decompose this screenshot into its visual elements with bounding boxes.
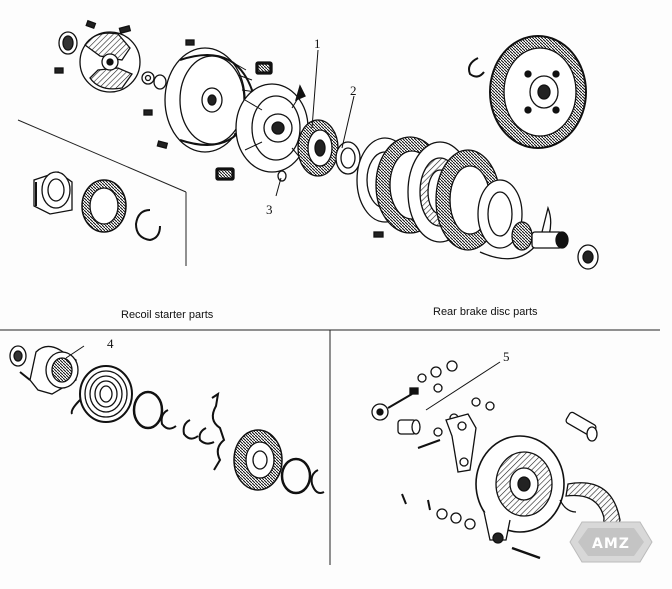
callout-5: 5 [503, 349, 510, 364]
thrust-washer [280, 457, 312, 495]
spacer-2 [335, 141, 361, 175]
cam-shaft [565, 411, 598, 442]
friction-ring [132, 390, 164, 430]
circlip-top [468, 57, 485, 78]
pawl-clip [198, 427, 215, 445]
brake-panel [475, 435, 565, 544]
driven-gear [489, 35, 587, 149]
ratchet-gear [233, 429, 283, 491]
clutch-shoe-carrier [79, 31, 141, 93]
screws [54, 19, 384, 238]
axle-bolt [511, 546, 541, 560]
small-bolt [417, 439, 441, 449]
callout-3: 3 [266, 202, 273, 217]
retaining-ring [310, 469, 325, 494]
recoil-starter-label: Recoil starter parts [121, 309, 214, 321]
callout-1: 1 [314, 36, 321, 51]
leader-lines-top [275, 49, 355, 197]
return-spring [211, 391, 226, 471]
washer-stack [401, 493, 476, 530]
brake-cam-lever [445, 413, 477, 473]
callout-2: 2 [350, 83, 357, 98]
starter-gear [81, 179, 127, 233]
small-washers [417, 360, 495, 437]
brake-arm-rod [371, 387, 419, 421]
rear-brake-parts [371, 360, 621, 561]
circlip-b [182, 419, 199, 440]
recoil-spring [70, 365, 133, 423]
circlip-a [160, 409, 177, 430]
clutch-hub [511, 221, 599, 270]
rear-brake-label: Rear brake disc parts [433, 306, 538, 318]
clutch-plate [235, 83, 309, 173]
nut [153, 74, 167, 90]
snap-ring [134, 209, 161, 242]
divider-lines [0, 119, 660, 565]
clutch-disc-stack [356, 136, 552, 260]
watermark-text: AMZ [592, 536, 630, 552]
primary-gear-1 [297, 119, 339, 177]
clutch-assembly [54, 19, 599, 270]
bearing-housing [33, 171, 73, 215]
recoil-starter-parts [9, 345, 325, 495]
brake-pin [397, 419, 421, 435]
recoil-housing [19, 345, 79, 395]
inset-gear-parts [33, 171, 161, 242]
callout-4: 4 [107, 336, 114, 351]
watermark-badge [569, 521, 653, 563]
